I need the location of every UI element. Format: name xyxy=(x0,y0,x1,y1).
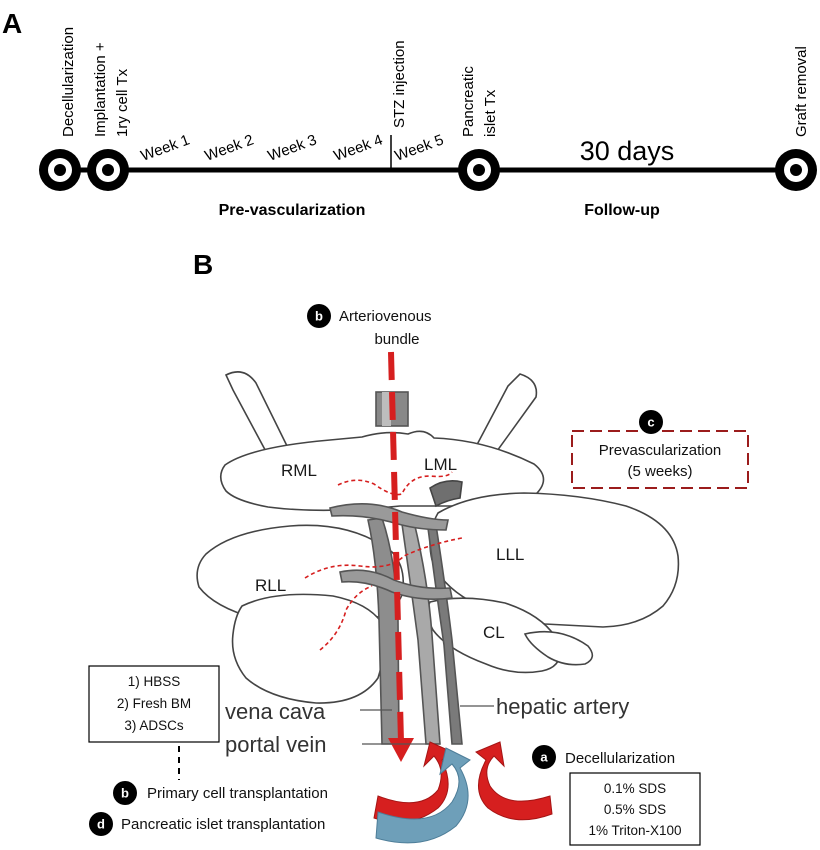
label-graft-removal: Graft removal xyxy=(793,46,810,137)
lobe-right-lower xyxy=(231,593,385,704)
badge-b-bottom xyxy=(113,781,137,805)
panel-a-letter: A xyxy=(2,8,22,39)
cell-options-box xyxy=(88,665,220,743)
decellularization-label: Decellularization xyxy=(565,750,675,767)
lobe-median-upper xyxy=(219,430,545,512)
badge-d-letter: d xyxy=(97,817,105,832)
cell-option-1: 1) HBSS xyxy=(128,674,181,689)
bundle-arrowhead xyxy=(388,738,414,762)
badge-a xyxy=(532,745,556,769)
primary-cell-arrow xyxy=(373,741,453,823)
vessel-branch-upper xyxy=(329,503,449,531)
label-stz-injection: STZ injection xyxy=(391,40,408,128)
days-label: 30 days xyxy=(580,136,675,166)
badge-b-top xyxy=(307,304,331,328)
vena-cava-label: vena cava xyxy=(225,699,326,724)
lobe-label-rll: RLL xyxy=(255,576,286,595)
decellularization-box xyxy=(569,772,701,846)
week-label-4: Week 4 xyxy=(332,131,385,164)
arteriovenous-label-line1: Arteriovenous xyxy=(339,308,432,325)
lobe-label-lll: LLL xyxy=(496,545,524,564)
milestone-graft-removal-marker xyxy=(775,149,817,191)
week-label-3: Week 3 xyxy=(266,131,319,164)
islet-arrow xyxy=(375,747,471,844)
panel-a: A Decellularization Implantation + xyxy=(2,8,817,219)
phase-followup: Follow-up xyxy=(584,202,660,219)
portal-vein-label: portal vein xyxy=(225,732,327,757)
prevascularization-line2: (5 weeks) xyxy=(627,463,692,480)
phase-prevascularization: Pre-vascularization xyxy=(219,202,366,219)
hepatic-artery-vessel xyxy=(427,523,463,745)
vessel-stub-left-median xyxy=(429,480,463,508)
milestone-decellularization-marker xyxy=(39,149,81,191)
vessel-branch-lower xyxy=(339,569,453,600)
badge-a-letter: a xyxy=(540,750,548,765)
lobe-label-cl: CL xyxy=(483,623,505,642)
label-decellularization: Decellularization xyxy=(60,27,77,137)
primary-cell-label: Primary cell transplantation xyxy=(147,785,328,802)
label-implantation-line1: Implantation + xyxy=(92,42,109,137)
panel-b: B xyxy=(88,249,749,846)
lobe-label-rml: RML xyxy=(281,461,317,480)
badge-b-bottom-letter: b xyxy=(121,786,129,801)
islet-label: Pancreatic islet transplantation xyxy=(121,816,325,833)
bundle-arrow xyxy=(388,351,404,743)
badge-d xyxy=(89,812,113,836)
badge-c-letter: c xyxy=(647,415,654,430)
lobe-caudate-tip xyxy=(523,630,594,666)
badge-c xyxy=(639,410,663,434)
label-implantation-line2: 1ry cell Tx xyxy=(114,68,131,137)
arteriovenous-label-line2: bundle xyxy=(374,331,419,348)
decellularization-arrow xyxy=(475,741,553,821)
panel-b-letter: B xyxy=(193,249,213,280)
lobe-label-lml: LML xyxy=(424,455,457,474)
lobe-boundaries xyxy=(304,471,463,651)
week-label-1: Week 1 xyxy=(139,131,192,164)
milestone-implantation-marker xyxy=(87,149,129,191)
week-label-2: Week 2 xyxy=(203,131,256,164)
label-pancreatic-line2: islet Tx xyxy=(482,89,499,137)
label-pancreatic-line1: Pancreatic xyxy=(460,66,477,137)
cell-option-3: 3) ADSCs xyxy=(124,718,184,733)
lobe-caudate xyxy=(426,597,562,674)
badge-b-top-letter: b xyxy=(315,309,323,324)
prevascularization-box xyxy=(571,430,749,489)
cell-option-2: 2) Fresh BM xyxy=(117,696,191,711)
decell-agent-1: 0.1% SDS xyxy=(604,781,666,796)
decell-agent-2: 0.5% SDS xyxy=(604,802,666,817)
milestone-islet-marker xyxy=(458,149,500,191)
liver-illustration xyxy=(196,371,680,745)
week-label-5: Week 5 xyxy=(393,131,446,164)
prevascularization-line1: Prevascularization xyxy=(599,442,722,459)
decell-agent-3: 1% Triton-X100 xyxy=(588,823,681,838)
hepatic-artery-label: hepatic artery xyxy=(496,694,629,719)
